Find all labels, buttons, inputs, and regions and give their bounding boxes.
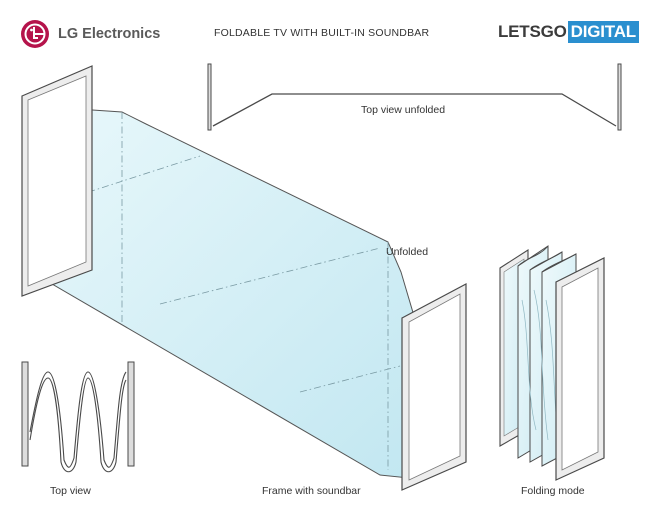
logo-text-letsgo: LETSGO	[497, 22, 567, 41]
soundbar-frame	[401, 283, 467, 491]
label-top-view: Top view	[50, 485, 91, 497]
unfolded-screen	[21, 65, 467, 491]
label-frame-with-soundbar: Frame with soundbar	[262, 485, 361, 497]
lg-logo-icon	[21, 20, 49, 48]
letsgo-digital-logo: LETSGO DIGITAL	[498, 21, 639, 43]
lg-brand: LG Electronics	[20, 18, 160, 50]
brand-name: LG Electronics	[58, 26, 161, 42]
label-folding-mode: Folding mode	[521, 485, 585, 497]
logo-text-digital: DIGITAL	[567, 21, 639, 43]
top-view-unfolded-diagram	[207, 63, 622, 131]
folding-mode-diagram	[499, 245, 605, 481]
label-top-view-unfolded: Top view unfolded	[361, 104, 446, 116]
figure-title: FOLDABLE TV WITH BUILT-IN SOUNDBAR	[214, 27, 430, 39]
label-unfolded: Unfolded	[386, 246, 429, 258]
left-frame	[21, 65, 93, 297]
top-view-diagram	[21, 361, 135, 473]
